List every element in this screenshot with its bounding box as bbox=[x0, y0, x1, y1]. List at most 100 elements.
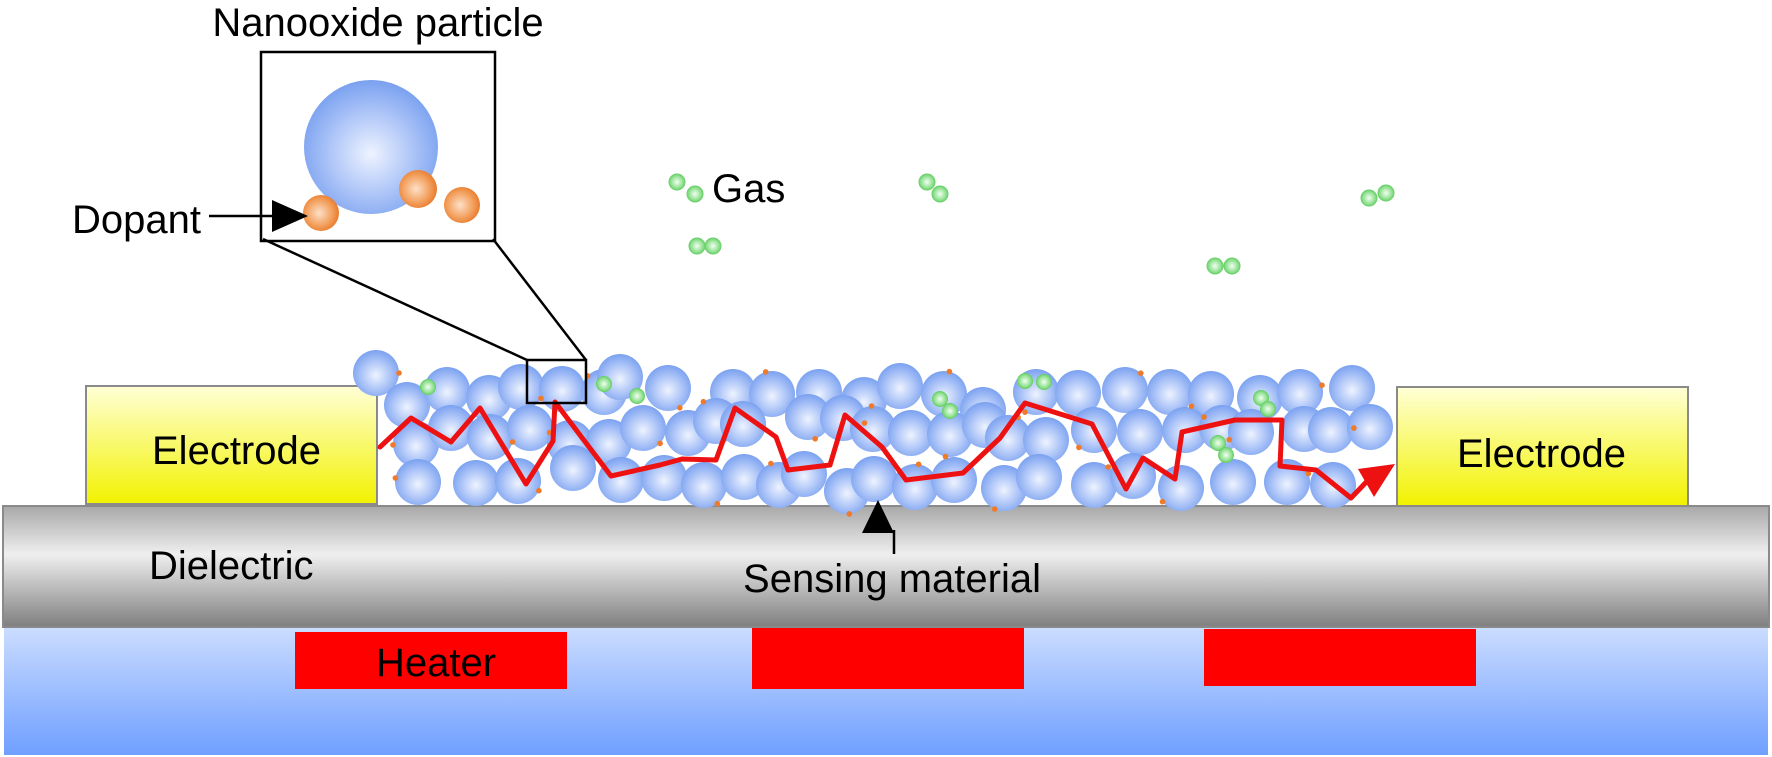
gas-molecule-icon bbox=[1206, 257, 1224, 275]
nanoparticle-icon bbox=[428, 405, 474, 451]
dopant-icon bbox=[1226, 436, 1233, 443]
nanoparticle-icon bbox=[453, 460, 499, 506]
gas-molecule-icon bbox=[942, 403, 958, 419]
dopant-icon bbox=[700, 398, 707, 405]
dopant-icon bbox=[1138, 370, 1144, 377]
heater-element-left bbox=[295, 632, 567, 689]
nanoparticle-icon bbox=[1023, 417, 1069, 463]
gas-molecule-icon bbox=[1260, 401, 1276, 417]
nanoparticle-icon bbox=[393, 421, 439, 467]
gas-molecule-icon bbox=[1377, 184, 1395, 202]
nanoparticle-icon bbox=[785, 394, 831, 440]
nanoparticle-icon bbox=[985, 415, 1031, 461]
nanoparticle-icon bbox=[888, 410, 934, 456]
dopant-icon bbox=[536, 487, 542, 494]
nanoparticle-icon bbox=[539, 366, 585, 412]
dopant-icon bbox=[768, 460, 774, 467]
zoom-region-box bbox=[525, 358, 588, 405]
dopant-icon bbox=[1201, 414, 1207, 420]
gas-molecule-icon bbox=[1218, 447, 1234, 463]
dopant-icon bbox=[714, 500, 721, 507]
electrode-right-label: Electrode bbox=[1457, 432, 1626, 476]
nanoparticle-icon bbox=[1016, 454, 1062, 500]
dopant-icon bbox=[538, 395, 544, 402]
dopant-icon bbox=[1319, 382, 1325, 389]
nanooxide-particle-label: Nanooxide particle bbox=[212, 1, 543, 45]
gas-label: Gas bbox=[712, 167, 785, 211]
dopant-icon bbox=[396, 370, 402, 376]
dopant-icon bbox=[399, 170, 437, 208]
nanoparticle-icon bbox=[507, 405, 553, 451]
nanoparticle-icon bbox=[620, 405, 666, 451]
electrode-left-label: Electrode bbox=[152, 429, 321, 473]
nanoparticle-icon bbox=[353, 350, 399, 396]
nanoparticle-icon bbox=[681, 462, 727, 508]
dopant-icon bbox=[1022, 409, 1028, 416]
heater-element-center bbox=[752, 625, 1024, 689]
dopant-icon bbox=[942, 453, 949, 460]
nanoparticle-icon bbox=[1210, 459, 1256, 505]
dielectric-label: Dielectric bbox=[149, 544, 313, 588]
dopant-icon bbox=[762, 369, 769, 375]
dopant-arrowhead bbox=[272, 200, 308, 232]
gas-molecule-icon bbox=[1223, 257, 1241, 275]
sensing-material-label: Sensing material bbox=[743, 557, 1041, 601]
dopant-icon bbox=[677, 405, 683, 411]
nanoparticle-icon bbox=[1117, 409, 1163, 455]
nanoparticle-icon bbox=[850, 406, 896, 452]
dopant-icon bbox=[1351, 425, 1357, 431]
electrode-right bbox=[1396, 386, 1689, 507]
heater-label: Heater bbox=[376, 641, 496, 685]
gas-molecule-icon bbox=[932, 391, 948, 407]
nanoparticle-icon bbox=[1055, 370, 1101, 416]
nanoparticle-icon bbox=[498, 364, 544, 410]
nanoparticle-icon bbox=[395, 459, 441, 505]
dopant-icon bbox=[390, 442, 396, 448]
nanoparticle-icon bbox=[1102, 367, 1148, 413]
nanoparticle-icon bbox=[598, 457, 644, 503]
nanoparticle-icon bbox=[927, 411, 973, 457]
nanoparticle-icon bbox=[1329, 365, 1375, 411]
dopant-icon bbox=[915, 461, 922, 468]
dopant-icon bbox=[303, 195, 339, 231]
nanoparticle-icon bbox=[384, 382, 430, 428]
dopant-icon bbox=[444, 187, 480, 223]
nanoparticle-icon bbox=[1147, 369, 1193, 415]
dopant-icon bbox=[1159, 498, 1166, 505]
dopant-icon bbox=[1076, 444, 1082, 451]
sensing-material-arrowhead bbox=[862, 500, 894, 533]
dopant-icon bbox=[991, 506, 998, 512]
dopant-icon bbox=[392, 475, 399, 481]
gas-molecules bbox=[668, 173, 1395, 275]
dopant-icon bbox=[846, 511, 853, 517]
dopant-icon bbox=[1188, 403, 1195, 410]
current-path-line bbox=[377, 399, 1376, 501]
gas-molecule-icon bbox=[1036, 374, 1052, 390]
gas-molecule-icon bbox=[1210, 435, 1226, 451]
gas-molecule-icon bbox=[629, 388, 645, 404]
nanoparticle-icon bbox=[781, 451, 827, 497]
gas-molecule-icon bbox=[1017, 373, 1033, 389]
nanoparticle-icon bbox=[495, 458, 541, 504]
nanoparticle-icon bbox=[877, 363, 923, 409]
nanoparticle-icon bbox=[981, 465, 1027, 511]
gas-molecule-icon bbox=[668, 173, 686, 191]
gas-molecule-icon bbox=[1360, 189, 1378, 207]
current-arrowhead bbox=[1358, 464, 1395, 497]
gas-molecule-icon bbox=[686, 185, 704, 203]
gas-molecule-icon bbox=[596, 376, 612, 392]
zoom-line-left bbox=[262, 237, 528, 362]
electrode-left bbox=[85, 385, 378, 505]
gas-molecule-icon bbox=[704, 237, 722, 255]
gas-molecule-icon bbox=[688, 237, 706, 255]
dopant-icon bbox=[812, 436, 818, 442]
dopant-icon bbox=[509, 439, 516, 445]
nanoparticle-icon bbox=[749, 371, 795, 417]
nanoparticle-icon bbox=[645, 365, 691, 411]
dopant-icon bbox=[1305, 470, 1312, 477]
nanoparticle-icon bbox=[424, 367, 470, 413]
sensing-material-layer bbox=[353, 350, 1393, 517]
nanoparticle-icon bbox=[1277, 369, 1323, 415]
nanoparticle-icon bbox=[851, 456, 897, 502]
